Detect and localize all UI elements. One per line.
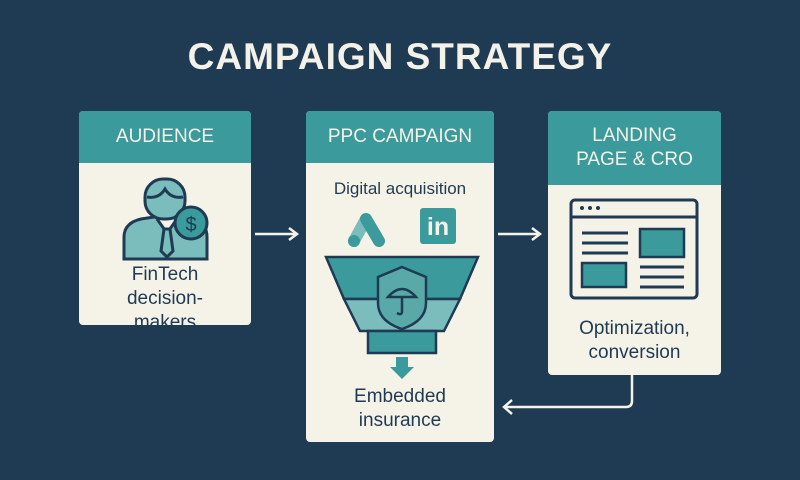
- arrow-right-icon: [255, 227, 300, 241]
- page-title: CAMPAIGN STRATEGY: [187, 36, 613, 77]
- google-ads-icon: [348, 213, 385, 247]
- linkedin-icon: in: [420, 208, 456, 244]
- ppc-subtitle: Digital acquisition: [333, 179, 467, 198]
- audience-header: AUDIENCE: [79, 111, 251, 163]
- svg-text:$: $: [185, 214, 196, 236]
- linkedin-label: in: [426, 213, 450, 241]
- webpage-layout-icon: [569, 198, 699, 300]
- landing-page-card: LANDING PAGE & CRO Optimization, convers…: [548, 111, 721, 375]
- ppc-text: Embedded insurance: [354, 386, 446, 431]
- funnel-shield-umbrella-icon: [324, 255, 480, 379]
- audience-card: AUDIENCE $ FinTech decision-makers: [79, 111, 251, 325]
- landing-text: Optimization, conversion: [579, 318, 690, 363]
- businessman-dollar-icon: $: [122, 177, 209, 261]
- arrow-right-icon: [498, 227, 543, 241]
- ppc-header: PPC CAMPAIGN: [306, 111, 494, 163]
- audience-text: FinTech decision-makers: [126, 264, 204, 325]
- ppc-campaign-card: PPC CAMPAIGN Digital acquisition in Embe…: [306, 111, 494, 442]
- landing-header: LANDING PAGE & CRO: [548, 111, 721, 185]
- return-arrow-icon: [502, 375, 634, 415]
